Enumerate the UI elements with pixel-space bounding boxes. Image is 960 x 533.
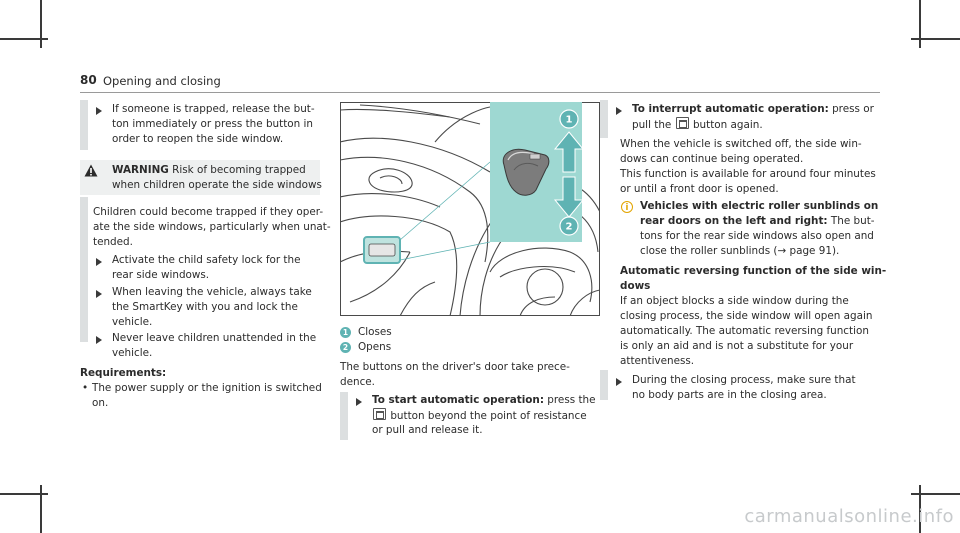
info-title-rest: The but- xyxy=(830,215,875,227)
step-text: Activate the child safety lock for the xyxy=(112,254,301,266)
crop-mark xyxy=(0,493,48,495)
warning-box xyxy=(80,160,320,195)
section-title: Opening and closing xyxy=(103,74,221,88)
info-title-line: rear doors on the left and right: The bu… xyxy=(640,214,875,229)
legend-text: Closes xyxy=(358,326,392,338)
crop-mark xyxy=(919,485,921,533)
start-auto-rest: press the xyxy=(547,394,596,406)
side-bar xyxy=(80,197,88,342)
page-number: 80 xyxy=(80,73,97,87)
step-text: If someone is trapped, release the but- xyxy=(112,103,315,115)
start-auto-line: To start automatic operation: press the xyxy=(372,393,596,408)
start-auto-line: button beyond the point of resistance xyxy=(372,408,587,424)
body-text: dows can continue being operated. xyxy=(620,153,804,165)
step-text: order to reopen the side window. xyxy=(112,133,284,145)
legend-badge: 1 xyxy=(340,327,351,338)
body-text: The buttons on the driver's door take pr… xyxy=(340,361,570,373)
window-button-icon xyxy=(675,117,689,129)
step-text: no body parts are in the closing area. xyxy=(632,389,827,401)
requirement-text: The power supply or the ignition is swit… xyxy=(92,382,322,394)
interrupt-label: To interrupt automatic operation: xyxy=(632,103,829,115)
start-auto-line2: button beyond the point of resistance xyxy=(390,410,587,422)
requirements-label: Requirements: xyxy=(80,367,167,379)
figure-badge-opens: 2 xyxy=(566,222,573,233)
info-title: Vehicles with electric roller sunblinds … xyxy=(640,200,879,212)
step-arrow-icon xyxy=(616,378,622,386)
body-text: When the vehicle is switched off, the si… xyxy=(620,138,862,150)
interrupt-line: To interrupt automatic operation: press … xyxy=(632,102,874,117)
crop-mark xyxy=(0,38,48,40)
step-text: ton immediately or press the button in xyxy=(112,118,313,130)
body-text: dence. xyxy=(340,376,375,388)
step-arrow-icon xyxy=(616,107,622,115)
body-text: This function is available for around fo… xyxy=(620,168,876,180)
step-arrow-icon xyxy=(96,107,102,115)
interrupt-line: pull the button again. xyxy=(632,117,763,133)
crop-mark xyxy=(40,0,42,48)
crop-mark xyxy=(40,485,42,533)
start-auto-line: or pull and release it. xyxy=(372,424,483,436)
header-rule xyxy=(80,92,880,93)
body-text: attentiveness. xyxy=(620,355,695,367)
legend-text: Opens xyxy=(358,341,392,353)
side-bar xyxy=(340,392,348,440)
body-text: closing process, the side window will op… xyxy=(620,310,873,322)
info-body: close the roller sunblinds (→ page 91). xyxy=(640,245,840,257)
step-text: vehicle. xyxy=(112,316,153,328)
legend-badge: 2 xyxy=(340,342,351,353)
section-heading: dows xyxy=(620,280,651,292)
info-body: tons for the rear side windows also open… xyxy=(640,230,874,242)
step-text: When leaving the vehicle, always take xyxy=(112,286,312,298)
warning-body: tended. xyxy=(93,236,133,248)
interrupt-rest: press or xyxy=(832,103,874,115)
interrupt-pre: pull the xyxy=(632,119,672,131)
info-title-bold: rear doors on the left and right: xyxy=(640,215,828,227)
body-text: automatically. The automatic reversing f… xyxy=(620,325,869,337)
warning-title-rest: Risk of becoming trapped xyxy=(172,164,306,176)
warning-label: WARNING xyxy=(112,164,169,176)
crop-mark xyxy=(911,38,960,40)
step-text: the SmartKey with you and lock the xyxy=(112,301,298,313)
side-bar xyxy=(600,100,608,138)
warning-triangle-icon xyxy=(84,164,98,177)
side-bar xyxy=(80,100,88,150)
warning-title-line: when children operate the side windows xyxy=(112,179,322,191)
warning-title: WARNING Risk of becoming trapped xyxy=(112,163,306,178)
body-text: is only an aid and is not a substitute f… xyxy=(620,340,854,352)
side-bar xyxy=(600,370,608,400)
info-icon: i xyxy=(621,201,633,213)
warning-body: ate the side windows, particularly when … xyxy=(93,221,331,233)
step-text: rear side windows. xyxy=(112,269,210,281)
step-text: During the closing process, make sure th… xyxy=(632,374,856,386)
bullet-dot: • xyxy=(82,382,89,394)
body-text: If an object blocks a side window during… xyxy=(620,295,849,307)
interrupt-post: button again. xyxy=(692,119,763,131)
crop-mark xyxy=(911,493,960,495)
step-arrow-icon xyxy=(96,336,102,344)
step-text: Never leave children unattended in the xyxy=(112,332,317,344)
step-arrow-icon xyxy=(356,398,362,406)
step-text: vehicle. xyxy=(112,347,153,359)
watermark: carmanualsonline.info xyxy=(744,506,954,527)
step-arrow-icon xyxy=(96,258,102,266)
step-arrow-icon xyxy=(96,290,102,298)
section-heading: Automatic reversing function of the side… xyxy=(620,265,887,277)
warning-body: Children could become trapped if they op… xyxy=(93,206,324,218)
figure-badge-closes: 1 xyxy=(566,115,573,126)
body-text: or until a front door is opened. xyxy=(620,183,779,195)
door-control-illustration: 1 2 xyxy=(340,102,600,316)
start-auto-label: To start automatic operation: xyxy=(372,394,544,406)
requirement-text: on. xyxy=(92,397,109,409)
crop-mark xyxy=(919,0,921,48)
window-button-icon xyxy=(373,408,386,420)
